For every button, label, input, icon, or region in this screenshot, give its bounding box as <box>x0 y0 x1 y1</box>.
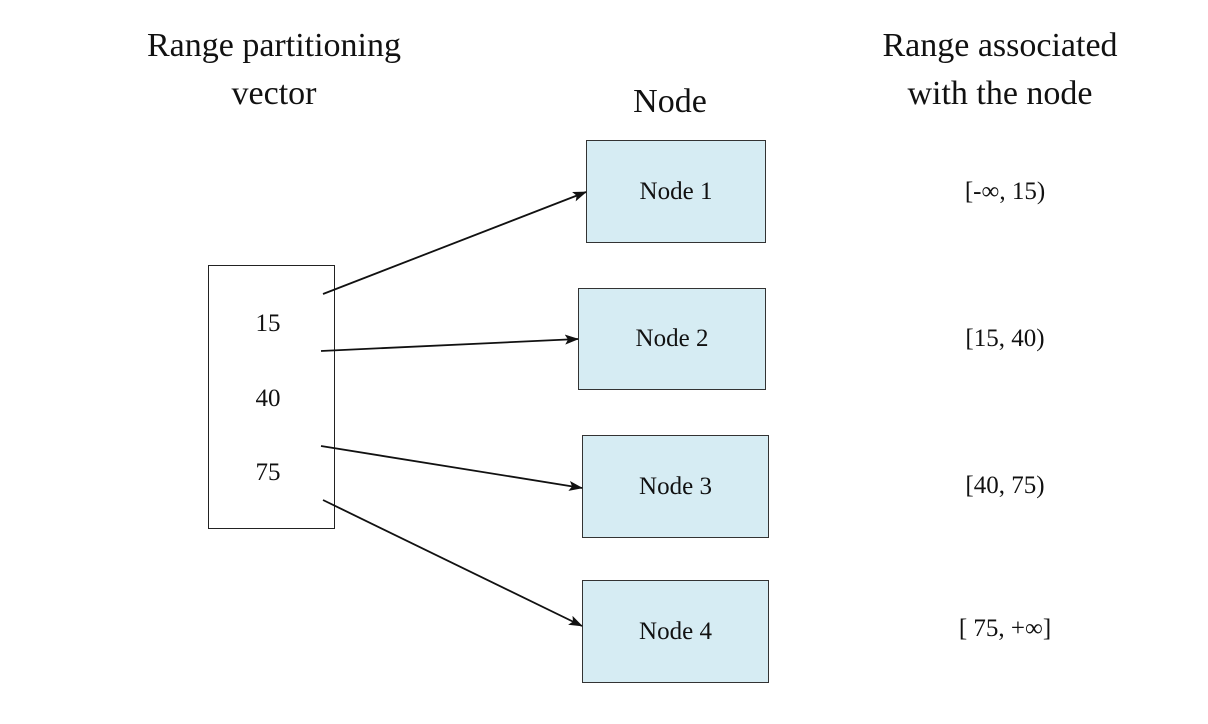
partition-vector-box <box>208 265 335 529</box>
arrow-to-node-3 <box>320 445 583 491</box>
node-3-box: Node 3 <box>582 435 769 538</box>
vector-value-15: 15 <box>255 310 281 337</box>
range-heading-line1: Range associated <box>882 27 1118 64</box>
vector-value-75: 75 <box>255 459 281 486</box>
node-1-range: [-∞, 15) <box>964 178 1046 205</box>
node-2-box: Node 2 <box>578 288 766 390</box>
node-2-range: [15, 40) <box>965 325 1045 352</box>
node-heading: Node <box>590 78 750 126</box>
vector-value-40: 40 <box>255 385 281 412</box>
node-1-box: Node 1 <box>586 140 766 243</box>
range-heading-line2: with the node <box>907 75 1093 112</box>
range-heading: Range associated with the node <box>850 22 1150 118</box>
node-4-box: Node 4 <box>582 580 769 683</box>
node-heading-text: Node <box>633 83 707 120</box>
node-4-range: [ 75, +∞] <box>958 615 1052 642</box>
arrow-to-node-4 <box>322 499 583 627</box>
arrow-to-node-1 <box>322 191 587 295</box>
vector-heading-line2: vector <box>231 75 317 112</box>
arrow-to-node-2 <box>320 334 579 352</box>
vector-heading: Range partitioning vector <box>104 22 444 118</box>
vector-heading-line1: Range partitioning <box>146 27 401 64</box>
node-3-range: [40, 75) <box>965 472 1045 499</box>
